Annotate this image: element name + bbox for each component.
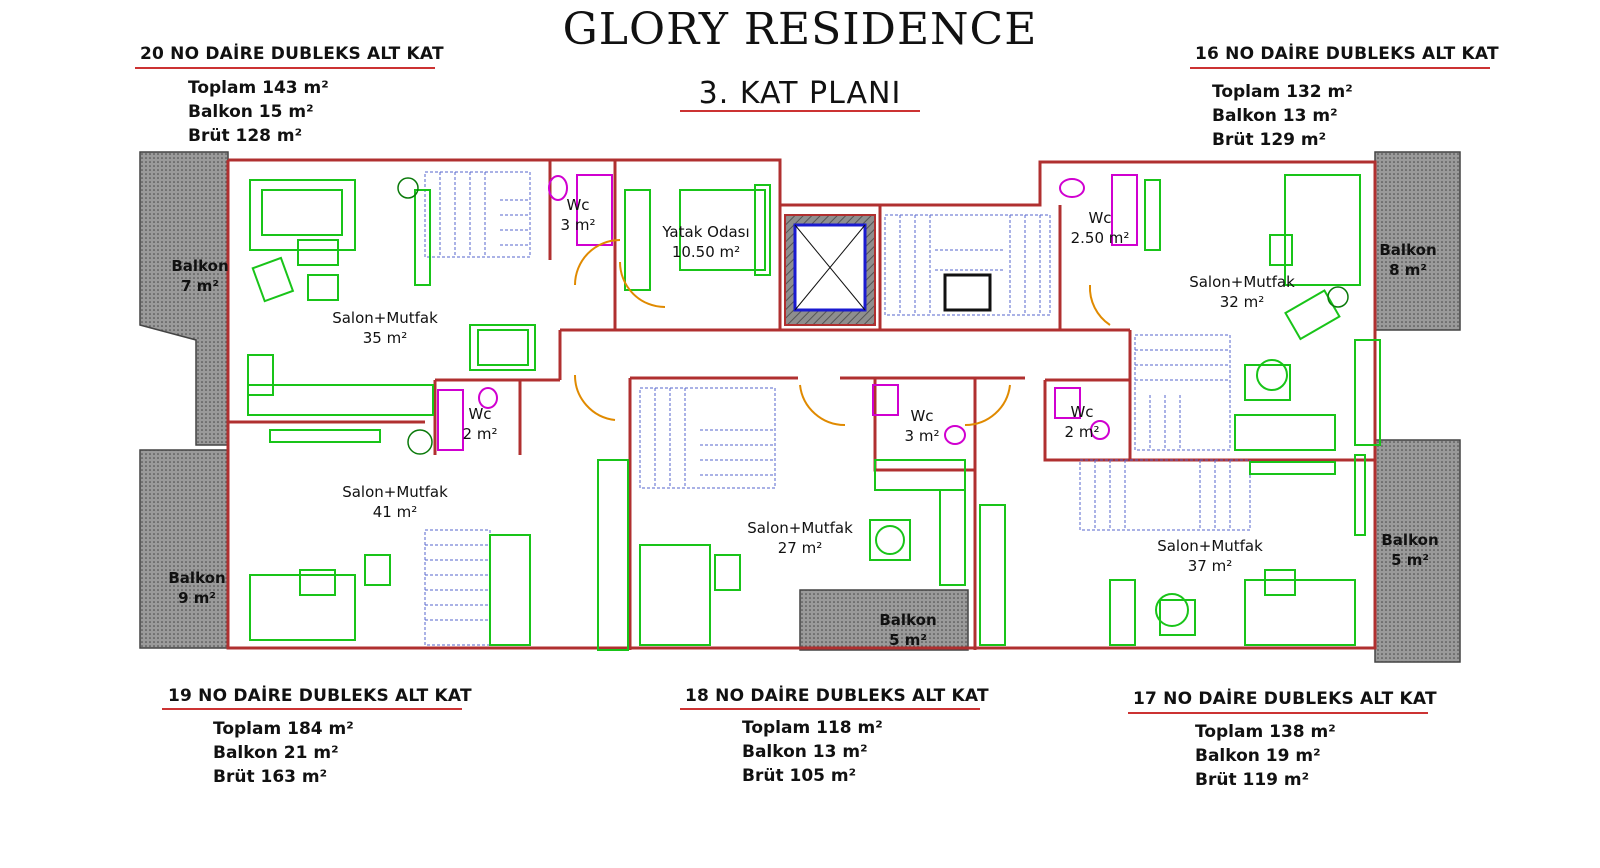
room-label-wc-2a: Wc 2 m²	[463, 404, 498, 444]
unit-20-toplam: Toplam 143 m²	[188, 78, 329, 98]
room-label-balkon-5b: Balkon 5 m²	[1381, 530, 1438, 570]
unit-16-title: 16 NO DAİRE DUBLEKS ALT KAT	[1195, 44, 1499, 64]
unit-18-stats: Toplam 118 m² Balkon 13 m² Brüt 105 m²	[742, 716, 883, 788]
unit-18-brut: Brüt 105 m²	[742, 766, 857, 786]
unit-18-balkon: Balkon 13 m²	[742, 742, 868, 762]
unit-16-stats: Toplam 132 m² Balkon 13 m² Brüt 129 m²	[1212, 80, 1353, 152]
room-area: 7 m²	[181, 277, 219, 295]
room-area: 35 m²	[362, 329, 408, 347]
unit-16-toplam: Toplam 132 m²	[1212, 82, 1353, 102]
stairs	[424, 171, 1251, 646]
room-area: 27 m²	[777, 539, 823, 557]
room-label-salon-41: Salon+Mutfak 41 m²	[342, 482, 448, 522]
unit-20-brut: Brüt 128 m²	[188, 126, 303, 146]
unit-17-title: 17 NO DAİRE DUBLEKS ALT KAT	[1133, 689, 1437, 709]
room-name: Salon+Mutfak	[747, 519, 853, 537]
unit-19-balkon: Balkon 21 m²	[213, 743, 339, 763]
room-area: 2.50 m²	[1070, 229, 1130, 247]
room-area: 2 m²	[1064, 423, 1100, 441]
furniture	[247, 174, 1381, 651]
room-label-yatak-odasi: Yatak Odası 10.50 m²	[662, 222, 749, 262]
room-name: Salon+Mutfak	[342, 483, 448, 501]
room-area: 9 m²	[178, 589, 216, 607]
room-label-salon-35: Salon+Mutfak 35 m²	[332, 308, 438, 348]
bathroom-fixtures	[437, 174, 1138, 451]
floor-plan-title: 3. KAT PLANI	[698, 76, 902, 111]
balcony-left-bottom	[139, 449, 229, 649]
unit-16-underline	[1190, 67, 1490, 69]
room-name: Wc	[1088, 209, 1112, 227]
unit-18-toplam: Toplam 118 m²	[742, 718, 883, 738]
room-label-salon-37: Salon+Mutfak 37 m²	[1157, 536, 1263, 576]
unit-19-toplam: Toplam 184 m²	[213, 719, 354, 739]
room-label-balkon-5a: Balkon 5 m²	[879, 610, 936, 650]
unit-19-stats: Toplam 184 m² Balkon 21 m² Brüt 163 m²	[213, 717, 354, 789]
room-label-salon-32: Salon+Mutfak 32 m²	[1189, 272, 1295, 312]
room-name: Salon+Mutfak	[1189, 273, 1295, 291]
room-area: 5 m²	[1391, 551, 1429, 569]
room-name: Balkon	[168, 569, 226, 587]
balcony-center-bottom	[799, 589, 969, 651]
room-name: Salon+Mutfak	[332, 309, 438, 327]
room-name: Wc	[566, 196, 590, 214]
unit-20-underline	[135, 67, 435, 69]
room-label-wc-3a: Wc 3 m²	[561, 195, 596, 235]
balcony-left-top	[139, 151, 229, 446]
room-label-balkon-7: Balkon 7 m²	[171, 256, 228, 296]
room-name: Salon+Mutfak	[1157, 537, 1263, 555]
room-label-wc-250: Wc 2.50 m²	[1071, 208, 1130, 248]
unit-20-title: 20 NO DAİRE DUBLEKS ALT KAT	[140, 44, 444, 64]
unit-18-title: 18 NO DAİRE DUBLEKS ALT KAT	[685, 686, 989, 706]
room-name: Balkon	[1381, 531, 1439, 549]
balconies	[139, 151, 1461, 663]
room-name: Wc	[910, 407, 934, 425]
unit-20-stats: Toplam 143 m² Balkon 15 m² Brüt 128 m²	[188, 76, 329, 148]
room-area: 5 m²	[889, 631, 927, 649]
elevator	[784, 214, 876, 326]
page-title: GLORY RESIDENCE	[562, 4, 1038, 55]
room-area: 2 m²	[462, 425, 498, 443]
room-name: Wc	[468, 405, 492, 423]
plants	[397, 177, 1349, 455]
unit-20-balkon: Balkon 15 m²	[188, 102, 314, 122]
unit-17-stats: Toplam 138 m² Balkon 19 m² Brüt 119 m²	[1195, 720, 1336, 792]
unit-19-brut: Brüt 163 m²	[213, 767, 328, 787]
room-label-wc-2b: Wc 2 m²	[1065, 402, 1100, 442]
room-name: Yatak Odası	[662, 223, 750, 241]
room-name: Balkon	[171, 257, 229, 275]
room-area: 41 m²	[372, 503, 418, 521]
dining-sets	[469, 324, 1288, 627]
unit-16-balkon: Balkon 13 m²	[1212, 106, 1338, 126]
unit-16-brut: Brüt 129 m²	[1212, 130, 1327, 150]
unit-18-underline	[680, 708, 980, 710]
unit-17-balkon: Balkon 19 m²	[1195, 746, 1321, 766]
room-name: Balkon	[1379, 241, 1437, 259]
stair-core	[943, 273, 992, 312]
room-area: 3 m²	[904, 427, 940, 445]
room-label-salon-27: Salon+Mutfak 27 m²	[747, 518, 853, 558]
unit-17-underline	[1128, 712, 1428, 714]
room-area: 10.50 m²	[671, 243, 741, 261]
unit-17-toplam: Toplam 138 m²	[1195, 722, 1336, 742]
room-label-balkon-8: Balkon 8 m²	[1379, 240, 1436, 280]
unit-17-brut: Brüt 119 m²	[1195, 770, 1310, 790]
room-label-wc-3b: Wc 3 m²	[905, 406, 940, 446]
room-area: 32 m²	[1219, 293, 1265, 311]
doors	[573, 239, 1111, 427]
room-name: Wc	[1070, 403, 1094, 421]
subtitle-underline	[680, 110, 920, 112]
room-area: 37 m²	[1187, 557, 1233, 575]
room-label-balkon-9: Balkon 9 m²	[168, 568, 225, 608]
room-area: 8 m²	[1389, 261, 1427, 279]
unit-19-underline	[162, 708, 462, 710]
room-area: 3 m²	[560, 216, 596, 234]
room-name: Balkon	[879, 611, 937, 629]
unit-19-title: 19 NO DAİRE DUBLEKS ALT KAT	[168, 686, 472, 706]
